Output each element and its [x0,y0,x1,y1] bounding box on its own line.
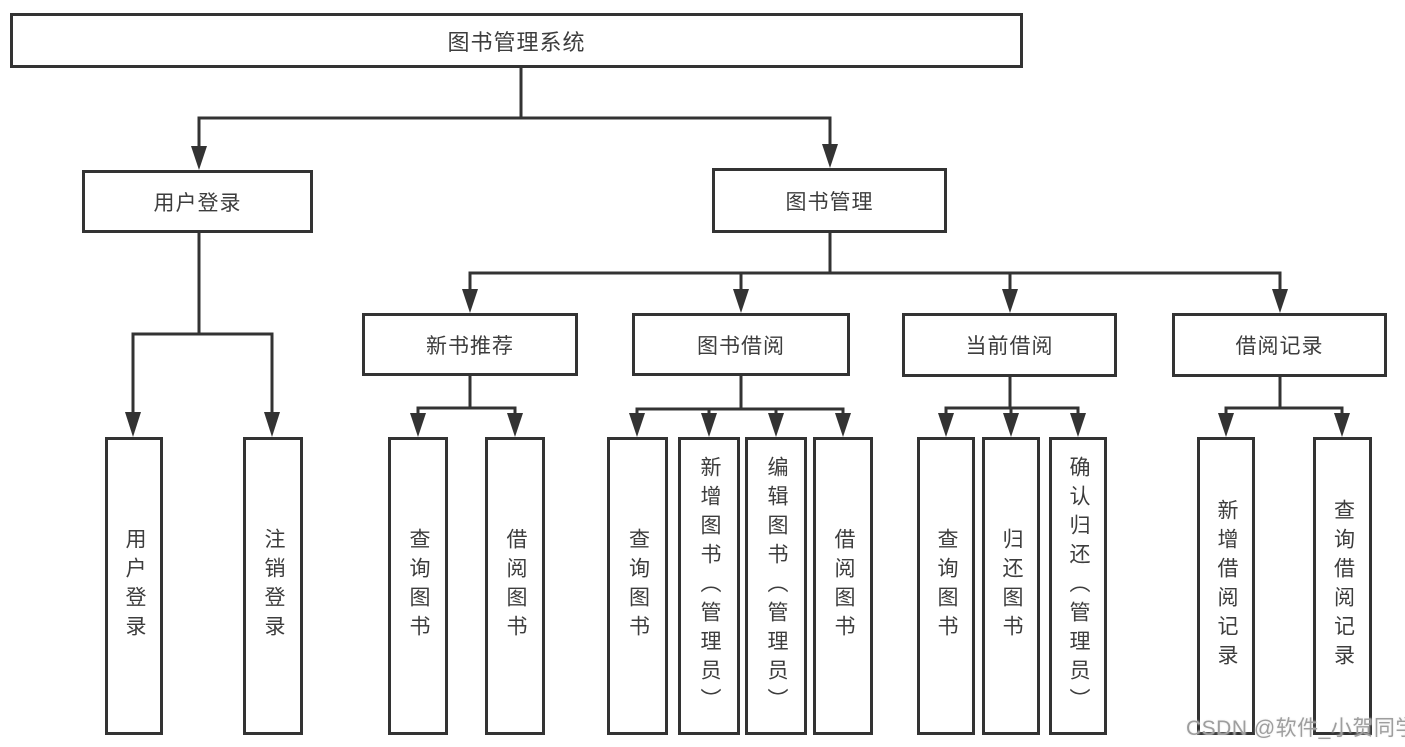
node-user-login-label: 用户登录 [153,191,242,215]
node-root: 图书管理系统 [10,13,1023,68]
node-leaf-query-book-1: 查询图书 [388,437,448,735]
arrowheads [125,144,1350,437]
node-leaf-return-book: 归还图书 [982,437,1040,735]
csdn-watermark: CSDN @软件_小贺同学 [1186,717,1405,740]
node-book-borrow-label: 图书借阅 [697,334,785,358]
node-book-management-label: 图书管理 [785,190,874,214]
node-leaf-query-borrow-record: 查询借阅记录 [1313,437,1372,735]
node-leaf-add-borrow-record: 新增借阅记录 [1197,437,1255,735]
node-new-book-recommend-label: 新书推荐 [426,334,514,358]
node-root-label: 图书管理系统 [447,29,586,55]
node-current-borrow: 当前借阅 [902,313,1117,377]
node-borrow-records-label: 借阅记录 [1235,335,1324,358]
node-leaf-query-book-3: 查询图书 [917,437,975,735]
node-book-borrow: 图书借阅 [632,313,850,376]
node-leaf-confirm-return-admin: 确认归还（管理员） [1049,437,1107,735]
node-leaf-logout: 注销登录 [243,437,303,735]
node-leaf-borrow-book-2: 借阅图书 [813,437,873,735]
node-current-borrow-label: 当前借阅 [965,335,1054,358]
node-user-login: 用户登录 [82,170,313,233]
node-leaf-add-book-admin: 新增图书（管理员） [678,437,740,735]
node-leaf-borrow-book-1: 借阅图书 [485,437,545,735]
node-book-management: 图书管理 [712,168,947,233]
node-leaf-query-book-2: 查询图书 [607,437,668,735]
node-leaf-edit-book-admin: 编辑图书（管理员） [745,437,807,735]
node-leaf-user-login: 用户登录 [105,437,163,735]
node-new-book-recommend: 新书推荐 [362,313,578,376]
node-borrow-records: 借阅记录 [1172,313,1387,377]
